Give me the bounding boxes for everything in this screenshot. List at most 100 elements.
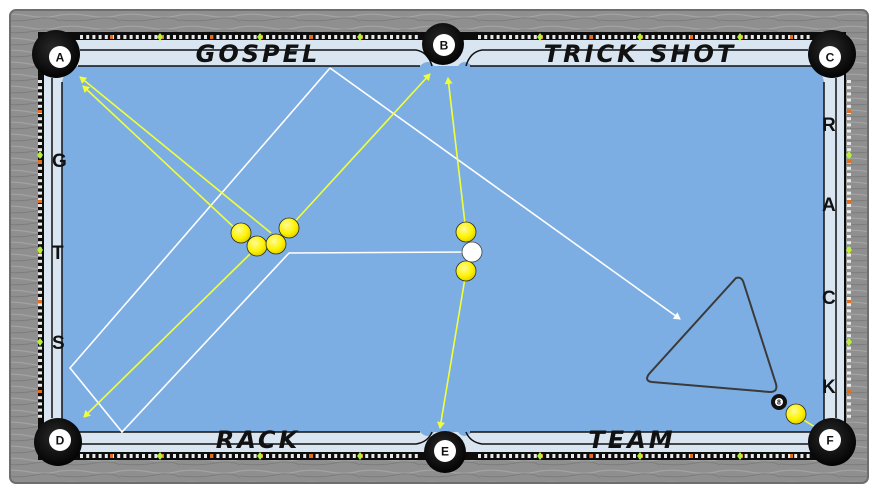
right-rail-letter: K [822,377,836,398]
rail-tick [633,454,636,458]
rail-tick [38,136,42,139]
rail-tick [732,454,735,458]
rail-tick [776,454,779,458]
rail-tick [621,454,624,458]
rail-tick [503,454,506,458]
rail-tick [847,359,851,362]
rail-tick [38,347,42,350]
rail-tick [534,454,537,458]
rail-tick [86,454,89,458]
rail-tick [415,35,418,39]
rail-tick [847,291,851,294]
rail-tick-accent [310,35,313,39]
rail-tick [38,223,42,226]
rail-tick [130,35,133,39]
rail-tick [154,454,157,458]
rail-tick [38,409,42,412]
rail-tick [38,86,42,89]
rail-tick [847,235,851,238]
rail-tick [402,454,405,458]
rail-tick [847,371,851,374]
rail-tick [328,35,331,39]
rail-tick [627,454,630,458]
object-ball [247,236,267,256]
rail-tick [38,179,42,182]
rail-tick [528,454,531,458]
rail-tick-accent [847,300,851,303]
rail-tick [546,35,549,39]
rail-tick [38,291,42,294]
rail-tick [38,80,42,83]
rail-tick [503,35,506,39]
rail-tick [847,92,851,95]
rail-tick [266,35,269,39]
rail-tick [645,35,648,39]
pocket-e: E [424,431,466,473]
rail-tick [695,35,698,39]
rail-tick [38,216,42,219]
rail-tick [38,371,42,374]
rail-tick [38,167,42,170]
rail-tick [38,192,42,195]
cue-ball [462,242,482,262]
rail-tick [378,35,381,39]
rail-tick [847,148,851,151]
object-ball [456,261,476,281]
rail-tick [38,99,42,102]
rail-tick-accent [590,454,593,458]
rail-tick [167,454,170,458]
rail-tick [38,210,42,213]
rail-tick [322,35,325,39]
rail-tick [38,148,42,151]
rail-tick [847,185,851,188]
rail-tick [38,384,42,387]
rail-tick [847,86,851,89]
rail-tick [847,204,851,207]
rail-tick [303,454,306,458]
rail-tick [509,35,512,39]
rail-tick [365,35,368,39]
rail-tick [235,454,238,458]
rail-tick [847,167,851,170]
rail-tick [142,35,145,39]
rail-tick [745,454,748,458]
rail-tick [807,454,810,458]
rail-tick [726,454,729,458]
pocket-label: A [56,51,65,65]
rail-tick [847,353,851,356]
rail-tick [664,454,667,458]
rail-tick [794,454,797,458]
rail-tick [676,35,679,39]
rail-tick-accent [790,454,793,458]
rail-tick [92,35,95,39]
eight-ball: 8 [771,394,787,410]
rail-tick [847,179,851,182]
rail-tick [229,35,232,39]
rail-tick [148,454,151,458]
rail-tick [847,105,851,108]
rail-tick-accent [690,454,693,458]
rail-tick [559,454,562,458]
rail-tick [497,454,500,458]
rail-tick [571,35,574,39]
rail-tick [266,454,269,458]
rail-tick [316,454,319,458]
rail-tick [254,454,257,458]
rail-tick [521,35,524,39]
rail-tick [204,35,207,39]
rail-tick-accent [38,200,42,203]
rail-tick [38,130,42,133]
rail-tick [117,35,120,39]
rail-tick [583,454,586,458]
rail-tick [192,454,195,458]
rail-tick [38,396,42,399]
rail-tick [546,454,549,458]
left-rail-letter: S [52,333,65,354]
rail-tick-accent [310,454,313,458]
rail-tick [38,402,42,405]
rail-tick [528,35,531,39]
rail-tick [847,123,851,126]
rail-tick [847,347,851,350]
rail-tick [136,35,139,39]
rail-tick [776,35,779,39]
